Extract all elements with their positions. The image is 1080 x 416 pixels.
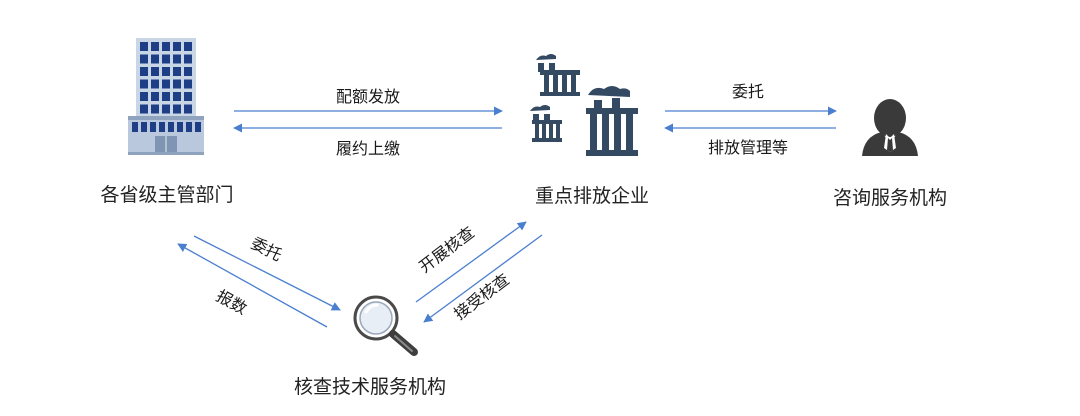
building-window <box>140 92 148 101</box>
building-window <box>184 67 192 76</box>
arrow-verify-to-enterprise <box>415 221 527 303</box>
building-window <box>173 54 181 64</box>
edge-arrows <box>177 106 837 328</box>
edge-label-entrust-verify: 委托 <box>248 233 285 264</box>
building-window <box>186 122 192 132</box>
small-factory-top <box>536 54 580 96</box>
building-window <box>162 79 170 89</box>
building-window <box>162 54 170 64</box>
building-window <box>151 42 159 51</box>
arrow-enterprise-to-verify <box>423 234 543 323</box>
building-window <box>151 67 159 76</box>
node-label-verify: 核查技术服务机构 <box>294 376 446 398</box>
edge-label-report-data: 报数 <box>213 286 250 318</box>
building-window <box>173 104 181 114</box>
building-window <box>141 122 147 132</box>
building-window <box>132 122 138 132</box>
building-window <box>177 122 183 132</box>
arrow-gov-to-verify <box>193 235 341 311</box>
building-window <box>140 104 148 114</box>
building-window <box>184 104 192 114</box>
factory-icon <box>530 54 638 156</box>
building-window <box>151 104 159 114</box>
arrow-verify-to-gov <box>177 243 328 328</box>
edge-label-entrust-consult: 委托 <box>732 82 764 101</box>
edge-label-conduct-verification: 开展核查 <box>415 223 478 277</box>
node-label-consult: 咨询服务机构 <box>833 187 947 209</box>
edge-label-quota-issue: 配额发放 <box>336 87 400 106</box>
building-window <box>140 42 148 51</box>
node-label-enterprise: 重点排放企业 <box>535 185 649 207</box>
building-window <box>173 67 181 76</box>
building-window <box>184 92 192 101</box>
edge-label-emission-management: 排放管理等 <box>708 138 788 157</box>
building-window <box>162 67 170 76</box>
building-window <box>151 92 159 101</box>
building-window <box>162 42 170 51</box>
building-window <box>151 54 159 64</box>
building-window <box>195 122 201 132</box>
building-window <box>162 104 170 114</box>
building-window <box>184 54 192 64</box>
edge-label-compliance-surrender: 履约上缴 <box>336 139 400 158</box>
node-label-gov: 各省级主管部门 <box>100 184 233 206</box>
building-window <box>168 122 174 132</box>
building-window <box>184 42 192 51</box>
building-window <box>140 67 148 76</box>
building-window <box>151 79 159 89</box>
building-window <box>140 54 148 64</box>
edge-label-accept-verification: 接受核查 <box>450 270 513 324</box>
building-window <box>173 92 181 101</box>
magnifier-icon <box>353 295 418 356</box>
small-factory-left <box>530 105 562 142</box>
building-window <box>159 122 165 132</box>
office-building-icon <box>128 38 204 155</box>
building-window <box>162 92 170 101</box>
building-window <box>150 122 156 132</box>
building-window <box>173 79 181 89</box>
person-icon <box>862 99 918 156</box>
building-window <box>184 79 192 89</box>
large-factory <box>586 86 638 156</box>
building-window <box>140 79 148 89</box>
building-window <box>173 42 181 51</box>
